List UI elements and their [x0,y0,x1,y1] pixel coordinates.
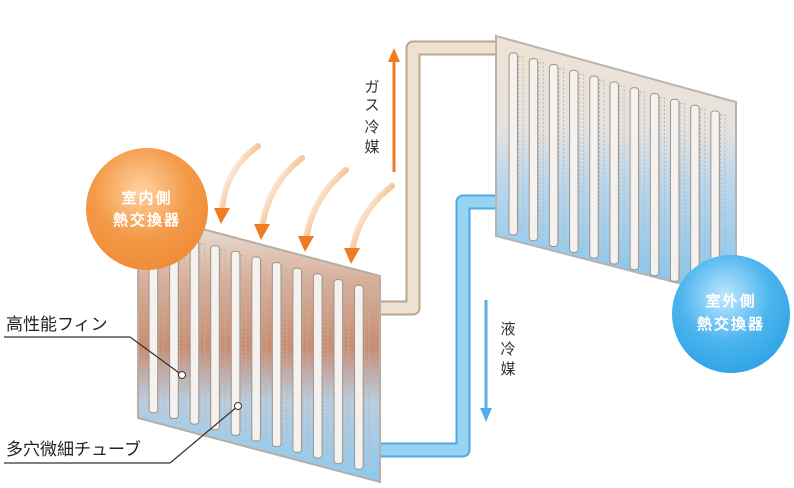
gas-label-char: 冷 [364,118,379,136]
tube-column [292,267,303,453]
fin-strip [578,73,585,249]
fin-strip [220,249,226,427]
gas-label-char: 媒 [364,138,379,156]
fin-strip [322,277,329,455]
tube-column [271,262,282,448]
indoor-heat-exchanger [137,210,381,484]
tube-column [354,284,364,470]
fin-strip [240,254,247,432]
tube-column [230,250,241,436]
fin-strip [281,266,288,444]
fin-callout: 高性能フィン [4,315,186,379]
fin-strip [679,102,686,278]
fin-strip [158,232,164,410]
gas-label-char: ス [364,96,379,114]
tube-column [589,75,599,259]
outdoor-badge-line2: 熱交換器 [697,315,765,333]
fin-label: 高性能フィン [6,315,108,335]
tube-column [210,245,220,431]
airflow-arrow [298,167,349,252]
liquid-flow-arrow [480,300,492,422]
fin-strip [558,68,565,244]
tube-column [333,279,344,465]
fin-strip [538,62,544,238]
tube-label: 多穴微細チューブ [6,439,141,460]
gas-refrigerant-label: ガ ス 冷 媒 [364,78,379,156]
fin-strip [178,237,185,415]
airflow-arrows [214,143,395,264]
tube-column [669,98,680,282]
liquid-label-char: 冷 [500,340,515,358]
tube-column [690,104,700,288]
outdoor-badge-line1: 室外側 [705,292,756,310]
indoor-badge-line1: 室内側 [121,189,172,207]
indoor-badge-line2: 熱交換器 [113,211,181,229]
tube-column [312,273,323,459]
tube-column [629,87,640,271]
fin-strip [659,97,665,273]
fin-strip [363,288,370,466]
tube-column [548,64,559,248]
fin-strip [261,260,267,438]
liquid-label-char: 媒 [500,360,515,378]
tube-column [649,93,660,277]
airflow-arrow [344,183,395,264]
fin-strip [619,85,625,261]
tube-column [508,52,519,236]
fin-strip [343,283,349,461]
fin-strip [199,243,206,421]
tube-column [569,69,579,253]
tube-column [528,58,539,242]
gas-label-char: ガ [364,78,379,96]
tube-column [609,81,619,265]
indoor-tube-group [148,228,370,470]
outdoor-badge: 室外側 熱交換器 [672,255,790,373]
indoor-badge: 室内側 熱交換器 [86,148,208,270]
fin-strip [302,271,308,449]
tube-callout: 多穴微細チューブ [4,402,242,464]
tube-column [251,256,261,442]
liquid-label-char: 液 [500,320,515,338]
tube-column [189,239,200,425]
outdoor-tube-group [508,52,726,294]
fin-strip [598,79,605,255]
fin-strip [639,91,645,267]
fin-strip [518,56,524,232]
liquid-refrigerant-label: 液 冷 媒 [500,320,515,378]
airflow-arrow [214,143,261,224]
outdoor-heat-exchanger [495,34,737,300]
gas-flow-arrow [388,48,400,172]
airflow-arrow [254,155,305,240]
